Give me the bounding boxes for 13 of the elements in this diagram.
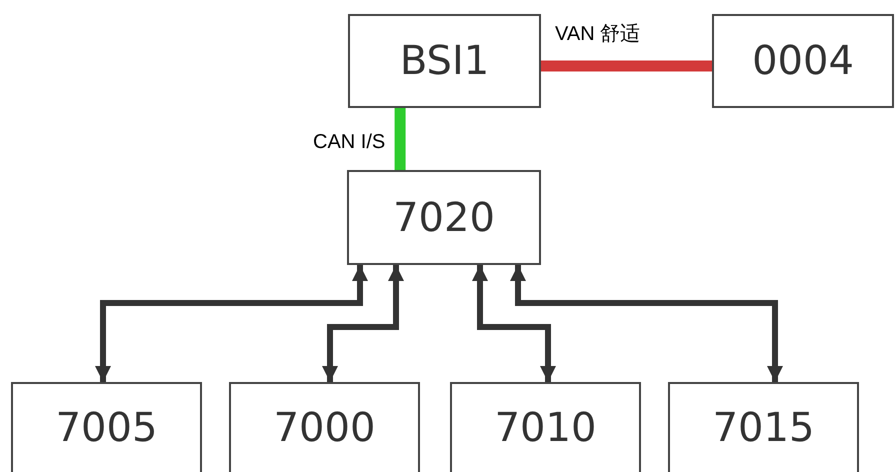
arrow	[95, 265, 368, 382]
module-box: 7005	[11, 382, 202, 472]
module-box: 7000	[229, 382, 420, 472]
arrow	[510, 265, 783, 382]
module-box: 0004	[712, 14, 894, 108]
connector-line	[541, 60, 712, 72]
module-box: 7015	[668, 382, 859, 472]
module-box: BSI1	[348, 14, 541, 108]
connector-line	[394, 108, 406, 170]
module-box: 7020	[347, 170, 541, 265]
module-box: 7010	[450, 382, 641, 472]
arrow	[472, 265, 556, 382]
arrow	[322, 265, 404, 382]
